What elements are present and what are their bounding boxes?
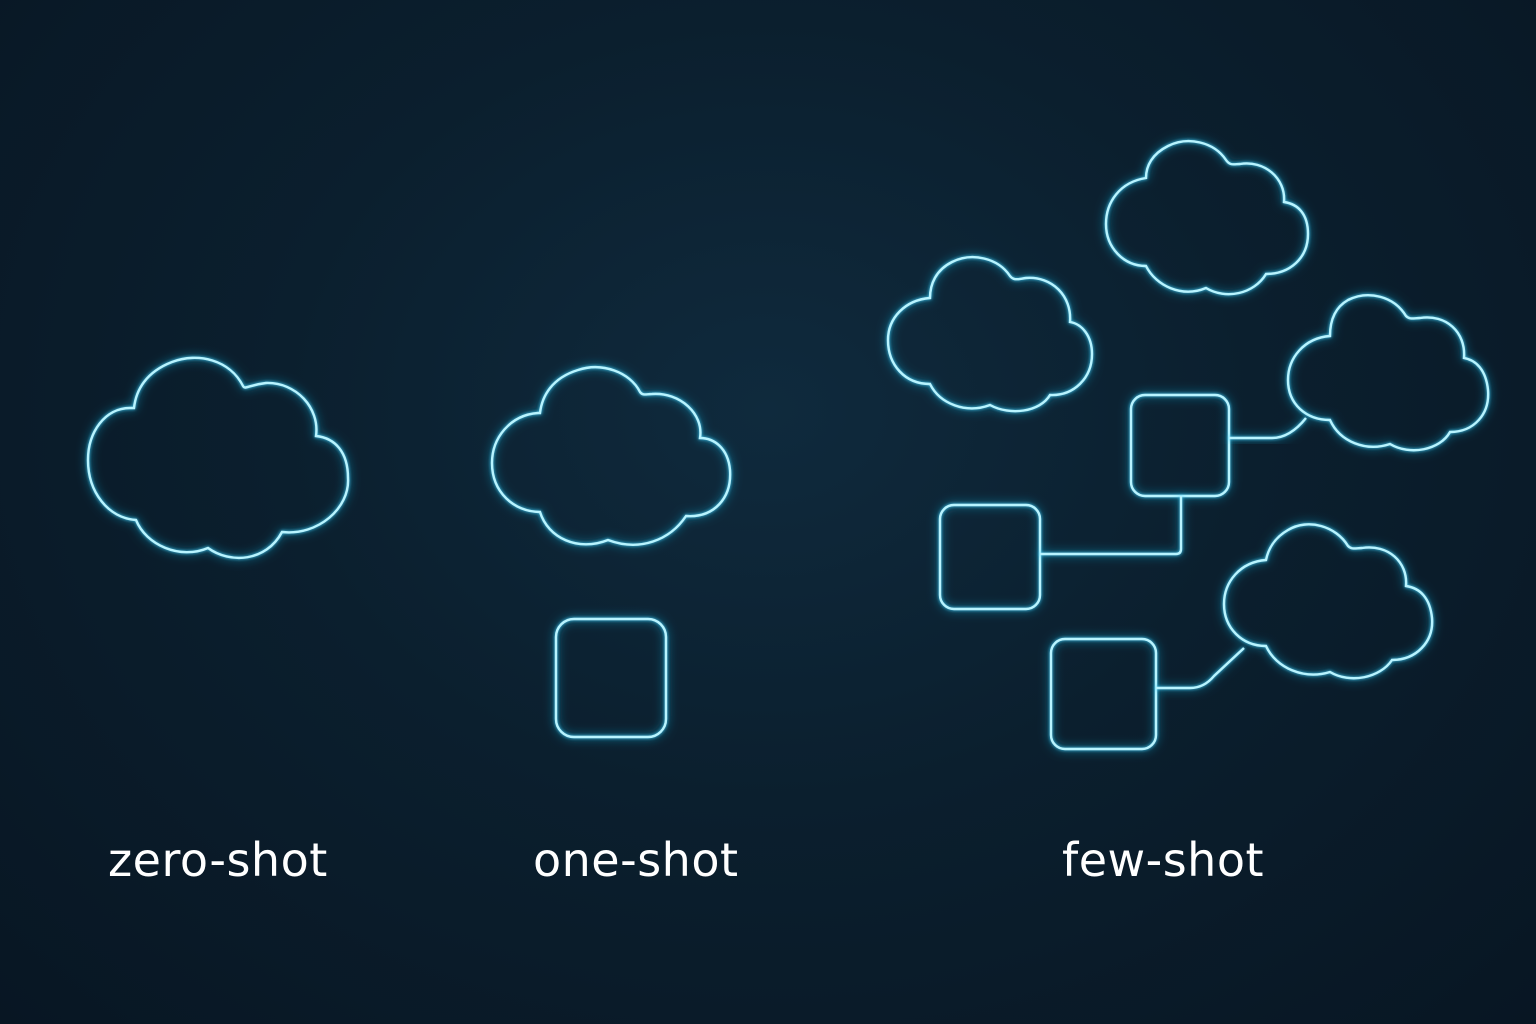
zero-shot-group [86,356,350,560]
cloud-icon [1104,139,1310,296]
node-square-icon [1129,393,1231,498]
cloud-icon [86,356,350,560]
cloud-icon [1286,294,1490,452]
cloud-icon [490,366,732,546]
few-shot-label: few-shot [1062,833,1265,887]
zero-shot-label: zero-shot [108,833,328,887]
connector-line [1156,647,1245,690]
one-shot-label: one-shot [533,833,739,887]
node-square-icon [554,617,668,739]
cloud-icon [1222,523,1434,680]
cloud-icon [886,255,1094,413]
connector-line [1040,496,1183,556]
few-shot-group [886,139,1490,751]
node-square-icon [1049,637,1158,751]
node-square-icon [938,503,1042,611]
connector-line [1229,417,1307,440]
one-shot-group [490,366,732,739]
